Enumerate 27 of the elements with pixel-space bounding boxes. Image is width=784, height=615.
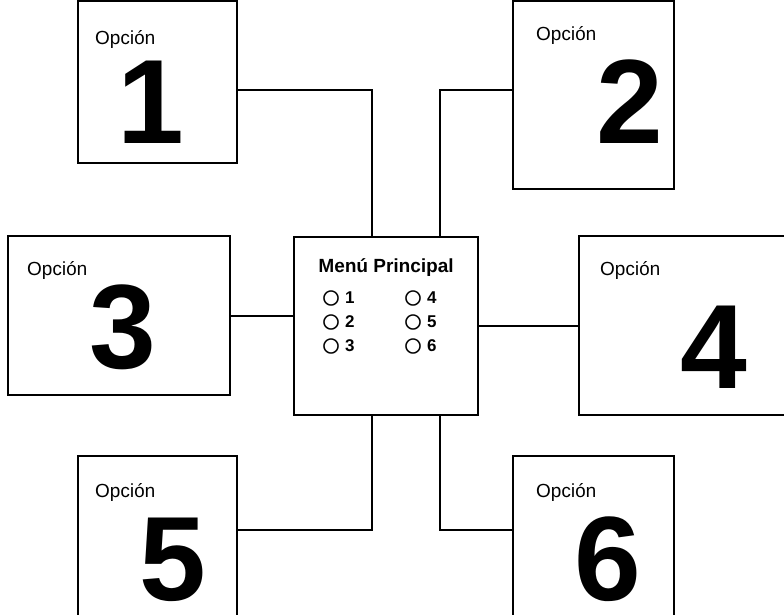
option-box bbox=[512, 455, 675, 615]
option-box bbox=[77, 0, 238, 164]
option-label: Opción bbox=[95, 28, 156, 50]
option-label: Opción bbox=[600, 259, 660, 281]
menu-box bbox=[293, 236, 479, 416]
option-box bbox=[578, 235, 784, 416]
option-number: 1 bbox=[345, 288, 354, 308]
connector-line bbox=[238, 416, 373, 531]
option-number: 3 bbox=[345, 336, 354, 356]
option-number: 2 bbox=[596, 42, 663, 162]
option-label: Opción bbox=[27, 259, 88, 281]
connector-line bbox=[231, 315, 293, 317]
option-number: 2 bbox=[345, 312, 354, 332]
connector-line bbox=[439, 416, 512, 531]
menu-title: Menú Principal bbox=[317, 256, 455, 278]
option-number: 4 bbox=[427, 288, 436, 308]
connector-line bbox=[238, 89, 373, 236]
option-number: 3 bbox=[89, 267, 156, 387]
option-number: 6 bbox=[427, 336, 436, 356]
option-number: 4 bbox=[680, 287, 747, 407]
option-box bbox=[7, 235, 231, 396]
option-box bbox=[77, 455, 238, 615]
option-number: 5 bbox=[427, 312, 436, 332]
option-label: Opción bbox=[536, 24, 596, 46]
connector-line bbox=[439, 89, 512, 236]
connector-line bbox=[479, 325, 578, 327]
option-box bbox=[512, 0, 675, 190]
